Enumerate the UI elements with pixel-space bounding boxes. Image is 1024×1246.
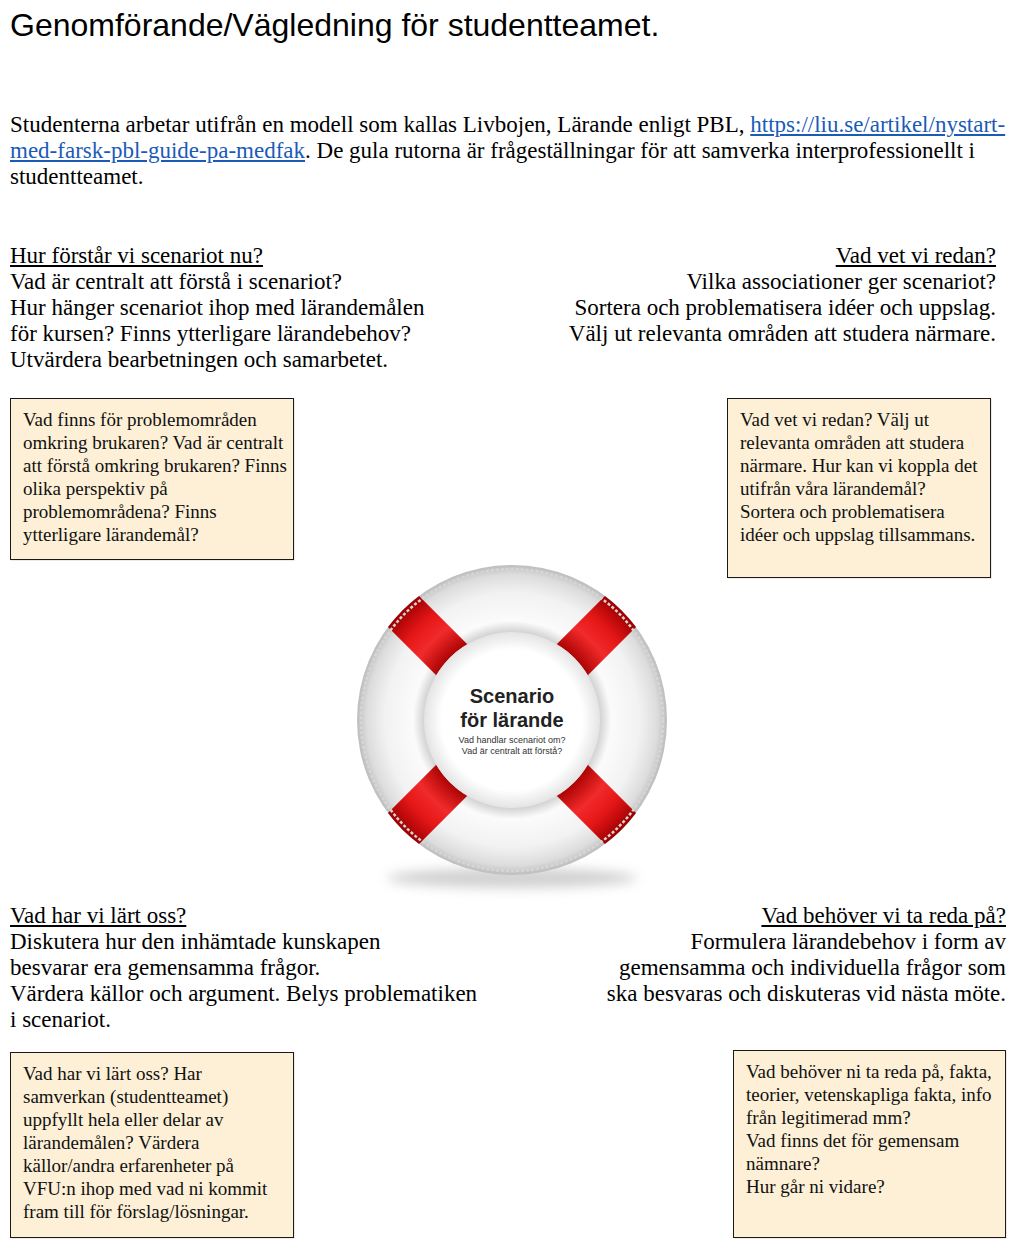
question-box: Vad behöver ni ta reda på, fakta, teorie… — [733, 1050, 1006, 1238]
phase-heading: Vad vet vi redan? — [836, 243, 996, 269]
phase-text: Vad är centralt att förstå i scenariot? — [10, 269, 342, 295]
phase-heading: Hur förstår vi scenariot nu? — [10, 243, 263, 269]
phase-text: Hur hänger scenariot ihop med lärandemål… — [10, 295, 435, 347]
page-title: Genomförande/Vägledning för studentteame… — [10, 6, 659, 44]
question-text: Vad har vi lärt oss? Har samverkan (stud… — [23, 1062, 287, 1223]
buoy-hole — [424, 632, 600, 808]
buoy-ring — [357, 565, 667, 875]
question-box: Vad vet vi redan? Välj ut relevanta områ… — [727, 398, 991, 578]
phase-heading: Vad behöver vi ta reda på? — [761, 903, 1006, 929]
question-box: Vad finns för problemområden omkring bru… — [10, 398, 294, 560]
phase-text: Värdera källor och argument. Belys probl… — [10, 981, 482, 1033]
question-text: Hur går ni vidare? — [746, 1175, 999, 1198]
question-text: Vad vet vi redan? Välj ut relevanta områ… — [740, 408, 984, 546]
question-box: Vad har vi lärt oss? Har samverkan (stud… — [10, 1052, 294, 1238]
phase-text: Formulera lärandebehov i form av gemensa… — [606, 929, 1006, 1007]
phase-text: Diskutera hur den inhämtade kunskapen be… — [10, 929, 430, 981]
question-text: Vad behöver ni ta reda på, fakta, teorie… — [746, 1060, 999, 1129]
question-text: Vad finns det för gemensam nämnare? — [746, 1129, 999, 1175]
phase-text: Vilka associationer ger scenariot? — [686, 269, 996, 295]
question-text: Vad finns för problemområden omkring bru… — [23, 408, 287, 546]
scenario-circle: Scenario för lärandeVad handlar scenario… — [424, 632, 600, 808]
intro-text: Studenterna arbetar utifrån en modell so… — [10, 112, 745, 137]
scenario-subtitle: Vad handlar scenariot om? Vad är central… — [451, 735, 573, 757]
scenario-title: Scenario för lärande — [456, 684, 568, 732]
phase-heading: Vad har vi lärt oss? — [10, 903, 186, 929]
phase-text: Välj ut relevanta områden att studera nä… — [569, 321, 996, 347]
phase-text: Utvärdera bearbetningen och samarbetet. — [10, 347, 388, 373]
buoy-rope — [361, 569, 663, 871]
lifebuoy — [357, 565, 667, 875]
phase-text: Sortera och problematisera idéer och upp… — [574, 295, 996, 321]
